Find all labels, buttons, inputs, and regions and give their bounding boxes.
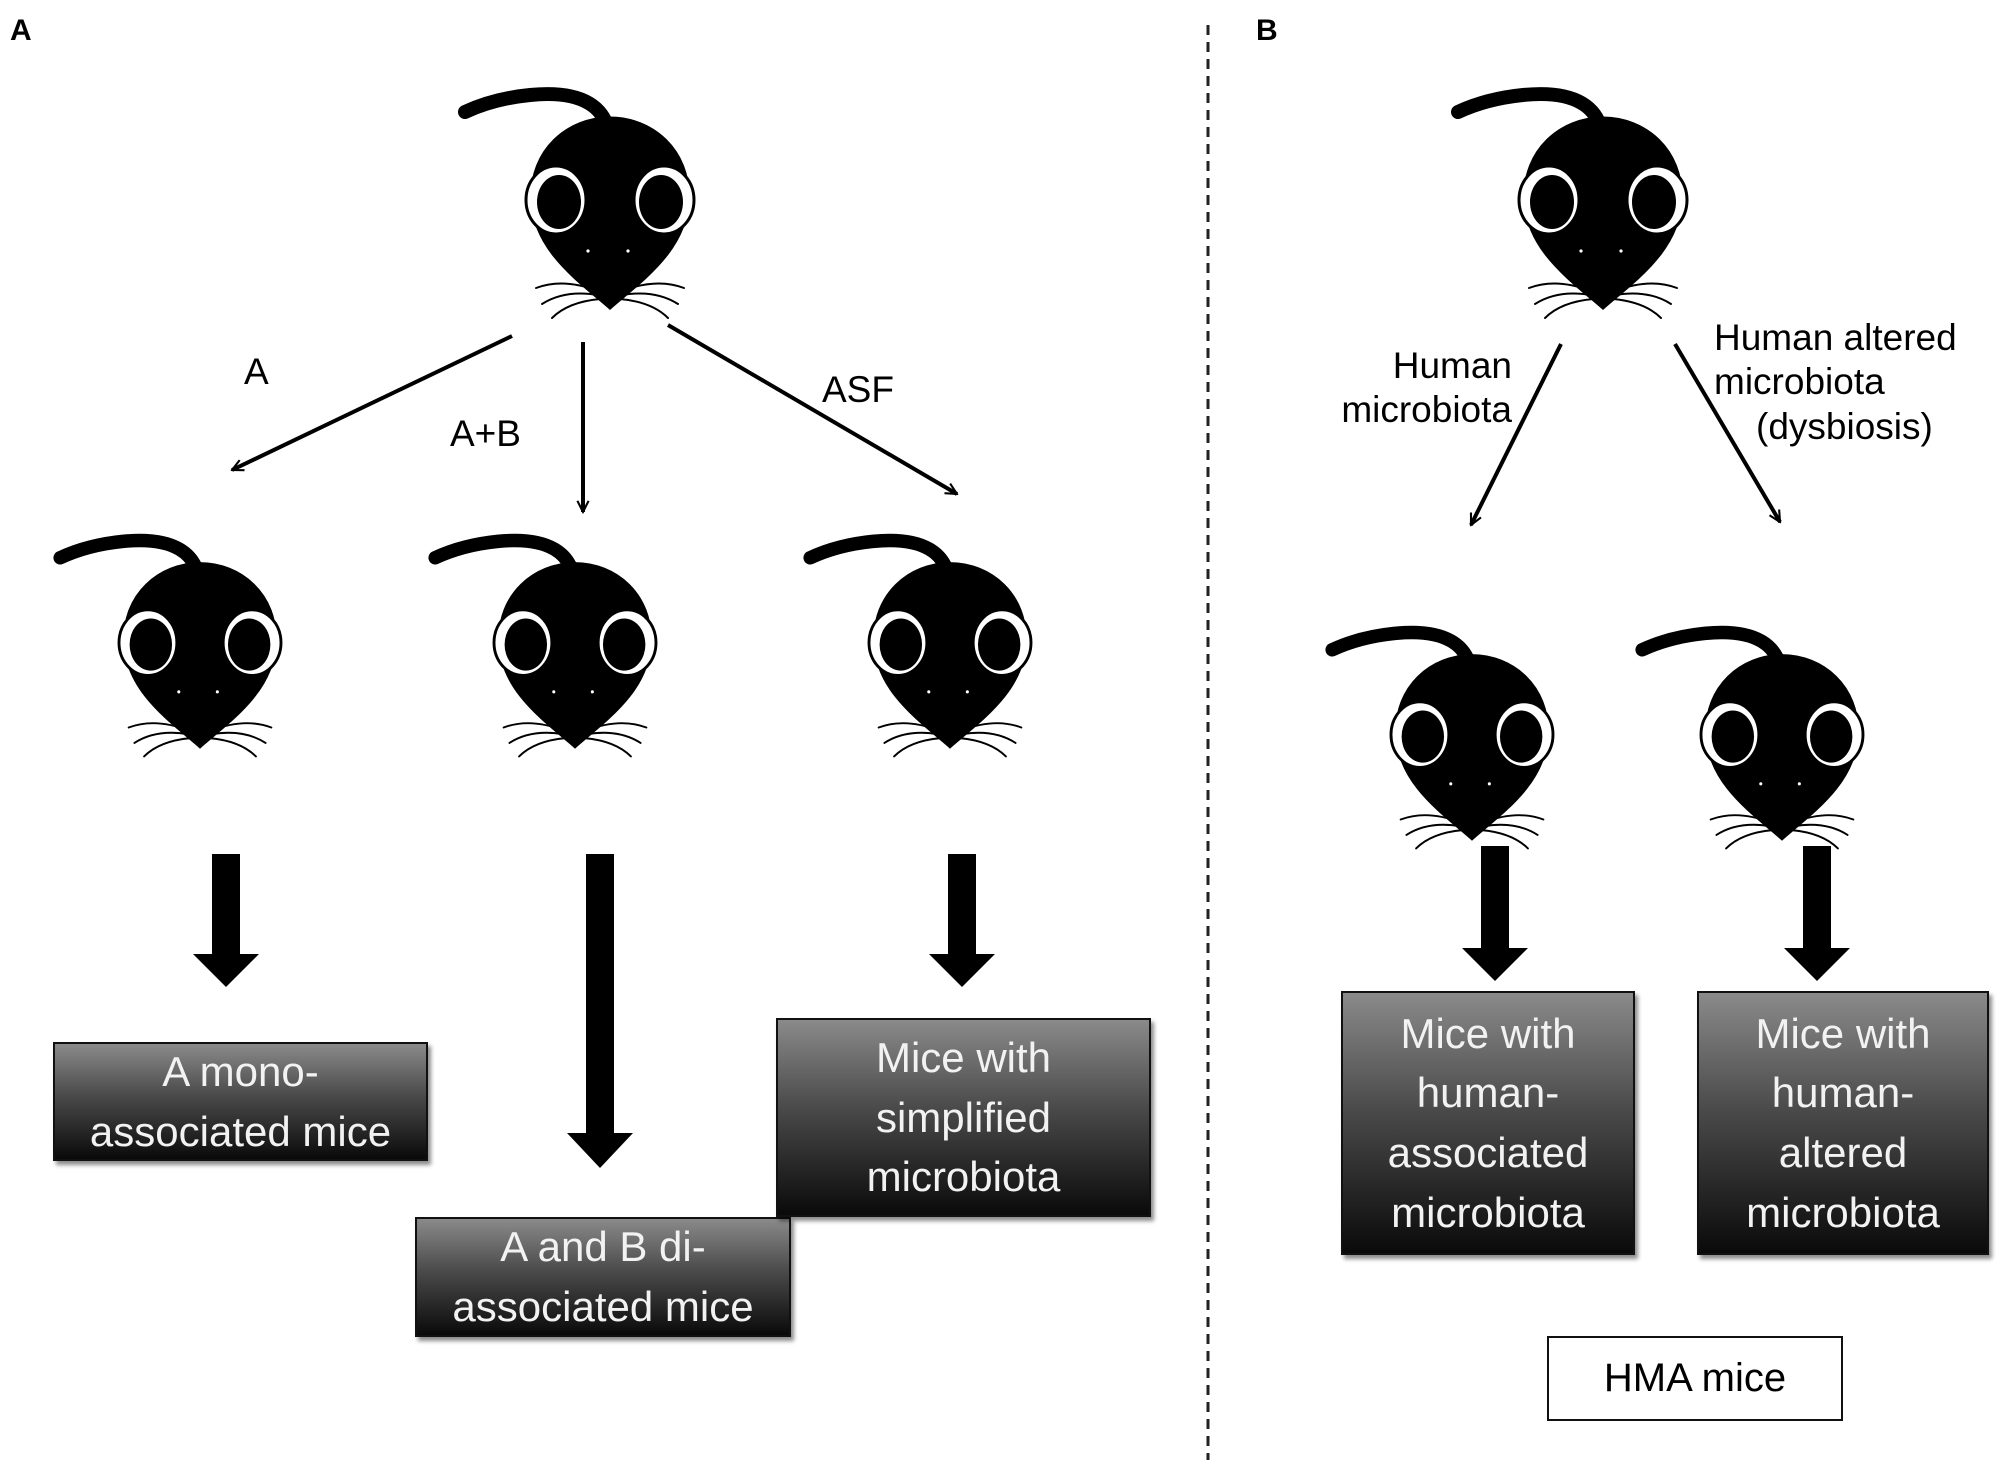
block-arrow-b-right: [1784, 846, 1850, 981]
legend-box: HMA mice: [1547, 1336, 1843, 1421]
outcome-a-right-line-3: microbiota: [866, 1153, 1061, 1201]
colonized-mouse-a-right: [810, 540, 1031, 756]
outcome-b-right-line-2: human-: [1771, 1069, 1915, 1117]
arrow-label-b-right-line-2: microbiota: [1714, 361, 1885, 403]
arrow-label-b-left: Human microbiota: [1300, 344, 1512, 433]
colonized-mouse-a-left: [60, 540, 281, 756]
outcome-b-left-line-4: microbiota: [1391, 1188, 1585, 1236]
outcome-b-right-line-3: altered: [1778, 1129, 1908, 1176]
arrow-label-b-left-line-1: Human: [1392, 345, 1512, 386]
block-arrow-b-left: [1462, 846, 1528, 981]
panel-a-source-label: GF: [582, 130, 638, 174]
outcome-b-right-line-4: microbiota: [1746, 1188, 1940, 1236]
arrow-a-to-right: [666, 323, 957, 496]
outcome-b-left-line-3: associated: [1387, 1129, 1589, 1176]
block-arrow-a-middle: [567, 854, 633, 1168]
outcome-a-right-line-2: simplified: [875, 1093, 1052, 1141]
arrow-b-to-right: [1673, 342, 1782, 522]
colonized-mouse-b-right: [1642, 632, 1863, 848]
outcome-a-left-line-2: associated mice: [89, 1107, 392, 1155]
panel-b-letter: B: [1256, 14, 1278, 47]
outcome-a-middle-line-2: associated mice: [452, 1283, 754, 1330]
panel-a-letter: A: [10, 14, 32, 47]
panel-b-source-label: GF: [1575, 130, 1631, 174]
outcome-b-left-line-1: Mice with: [1400, 1009, 1576, 1057]
outcome-a-right-line-1: Mice with: [875, 1034, 1052, 1082]
block-arrow-a-right: [929, 854, 995, 987]
outcome-box-a-left: A mono- associated mice: [53, 1042, 428, 1161]
outcome-b-right-line-1: Mice with: [1755, 1009, 1931, 1057]
arrow-a-to-left: [232, 334, 513, 472]
legend-label: HMA mice: [1603, 1356, 1787, 1400]
outcome-box-a-right: Mice with simplified microbiota: [776, 1018, 1151, 1217]
arrow-label-a-right: ASF: [822, 369, 894, 410]
arrow-label-a-middle: A+B: [450, 413, 521, 454]
arrow-label-b-left-line-2: microbiota: [1341, 389, 1512, 431]
colonized-mouse-a-middle: [435, 540, 656, 756]
outcome-box-b-left: Mice with human- associated microbiota: [1341, 991, 1635, 1255]
arrow-label-b-right: Human altered microbiota (dysbiosis): [1714, 316, 1998, 449]
outcome-box-a-middle: A and B di- associated mice: [415, 1217, 791, 1337]
arrow-label-b-right-line-1: Human altered: [1714, 317, 1957, 358]
outcome-box-b-right: Mice with human- altered microbiota: [1697, 991, 1989, 1255]
arrow-label-b-right-line-3: (dysbiosis): [1756, 405, 1933, 447]
arrow-label-a-left: A: [244, 351, 269, 392]
outcome-a-middle-line-1: A and B di-: [500, 1223, 706, 1271]
outcome-b-left-line-2: human-: [1416, 1069, 1560, 1117]
colonized-mouse-b-left: [1332, 632, 1553, 848]
outcome-a-left-line-1: A mono-: [162, 1047, 319, 1095]
arrow-b-to-left: [1469, 343, 1563, 525]
block-arrow-a-left: [193, 854, 259, 987]
